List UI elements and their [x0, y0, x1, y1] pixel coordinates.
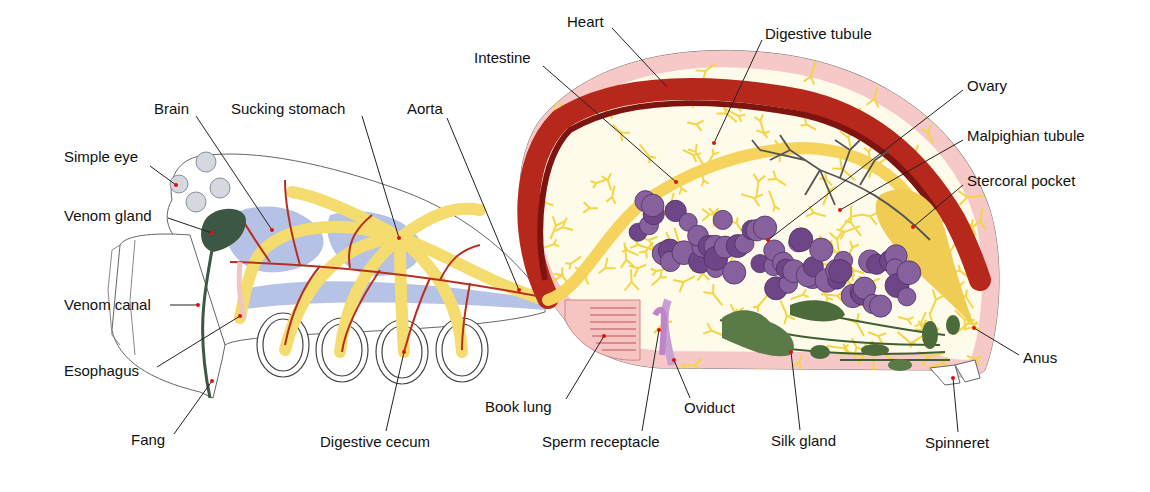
leader-dots	[174, 86, 976, 383]
ovary-egg	[870, 295, 892, 317]
ovary-egg	[810, 238, 833, 261]
part-label: Venom canal	[64, 296, 151, 314]
tubule-branch	[840, 206, 861, 230]
ovary-egg	[723, 261, 746, 284]
tubule-branch	[703, 284, 722, 305]
tubule-branch	[545, 368, 555, 389]
part-label: Esophagus	[64, 362, 139, 380]
part-label: Malpighian tubule	[967, 127, 1085, 145]
tubule-branch	[530, 345, 542, 363]
tubule-branch	[564, 41, 578, 61]
abdomen-outline	[520, 50, 999, 376]
ovary-egg	[641, 194, 664, 217]
tubule-branch	[958, 191, 984, 205]
tubule-branch	[837, 226, 861, 239]
part-label: Sperm receptacle	[542, 433, 660, 451]
tubule-branch	[671, 367, 686, 376]
tubule-branch	[973, 208, 986, 230]
part-label: Anus	[1023, 349, 1057, 367]
ovary-egg	[713, 210, 732, 229]
part-label: Sucking stomach	[231, 100, 345, 118]
tubule-branch	[954, 60, 967, 74]
part-label: Venom gland	[64, 207, 152, 225]
simple-eyes	[170, 152, 230, 212]
tubule-branch	[902, 77, 923, 93]
tubule-branch	[544, 239, 559, 247]
tubule-branch	[940, 107, 954, 122]
tubule-branch	[899, 76, 922, 92]
tubule-branch	[888, 76, 909, 89]
tubule-branch	[583, 202, 598, 213]
ovary-egg	[897, 261, 921, 285]
tubule-branch	[867, 87, 879, 107]
tubule-branch	[599, 258, 616, 273]
tubule-branch	[769, 191, 780, 212]
tubule-branch	[806, 206, 826, 217]
tubule-branch	[680, 358, 702, 371]
body-wall	[520, 50, 999, 376]
esophagus-shape	[239, 262, 244, 318]
tubule-branch	[958, 102, 977, 109]
tubule-branch	[756, 368, 774, 380]
tubule-branch	[755, 115, 765, 136]
part-label: Silk gland	[771, 432, 836, 450]
abdomen-interior	[520, 41, 999, 389]
part-label: Fang	[131, 431, 165, 449]
tubule-branch	[753, 295, 768, 312]
tubule-branch	[959, 78, 968, 93]
part-label: Spinneret	[925, 434, 989, 452]
part-label: Ovary	[967, 77, 1007, 95]
part-label: Digestive tubule	[765, 25, 872, 43]
ovary-shape	[629, 191, 921, 318]
part-label: Heart	[567, 13, 604, 31]
silk-glands	[720, 300, 960, 371]
ovary-egg	[829, 260, 853, 284]
tubule-branch	[768, 171, 786, 186]
tubule-branch	[622, 246, 638, 256]
tubule-branch	[926, 91, 942, 105]
part-label: Brain	[154, 100, 189, 118]
digestive-tubules	[528, 41, 985, 389]
part-label: Digestive cecum	[320, 433, 430, 451]
tubule-branch	[565, 257, 581, 270]
tubule-branch	[907, 86, 919, 106]
tubule-branch	[741, 194, 763, 206]
tubule-branch	[566, 73, 580, 81]
part-label: Simple eye	[64, 148, 138, 166]
tubule-branch	[555, 218, 573, 231]
malpighian-tubules	[752, 135, 930, 240]
tubule-branch	[868, 332, 886, 343]
tubule-branch	[845, 216, 861, 236]
part-label: Aorta	[407, 100, 443, 118]
part-label: Intestine	[474, 49, 531, 67]
tubule-branch	[703, 323, 722, 335]
tubule-branch	[683, 150, 701, 162]
tubule-branch	[804, 62, 816, 85]
tubule-branch	[922, 126, 933, 144]
tubule-branch	[687, 121, 703, 131]
tubule-branch	[625, 269, 639, 290]
tubule-branch	[651, 269, 664, 276]
tubule-branch	[847, 313, 864, 336]
book-lung-shape	[565, 300, 640, 360]
tubule-branch	[640, 144, 657, 163]
tubule-branch	[754, 174, 766, 197]
part-label: Book lung	[485, 398, 552, 416]
book-lung-plates	[590, 308, 636, 350]
tubule-branch	[591, 180, 607, 189]
venom-gland-shape	[201, 209, 246, 252]
tubule-branch	[602, 173, 612, 190]
venom-canal-shape	[203, 250, 212, 398]
part-label: Stercoral pocket	[967, 172, 1075, 190]
part-label: Oviduct	[684, 399, 735, 417]
ovary-egg	[898, 288, 916, 306]
leader-lines	[150, 28, 1019, 434]
tubule-branch	[920, 105, 927, 119]
tubule-branch	[613, 125, 630, 141]
tubule-branch	[898, 317, 914, 325]
tubule-branch	[673, 276, 695, 292]
spinnerets	[930, 360, 980, 385]
